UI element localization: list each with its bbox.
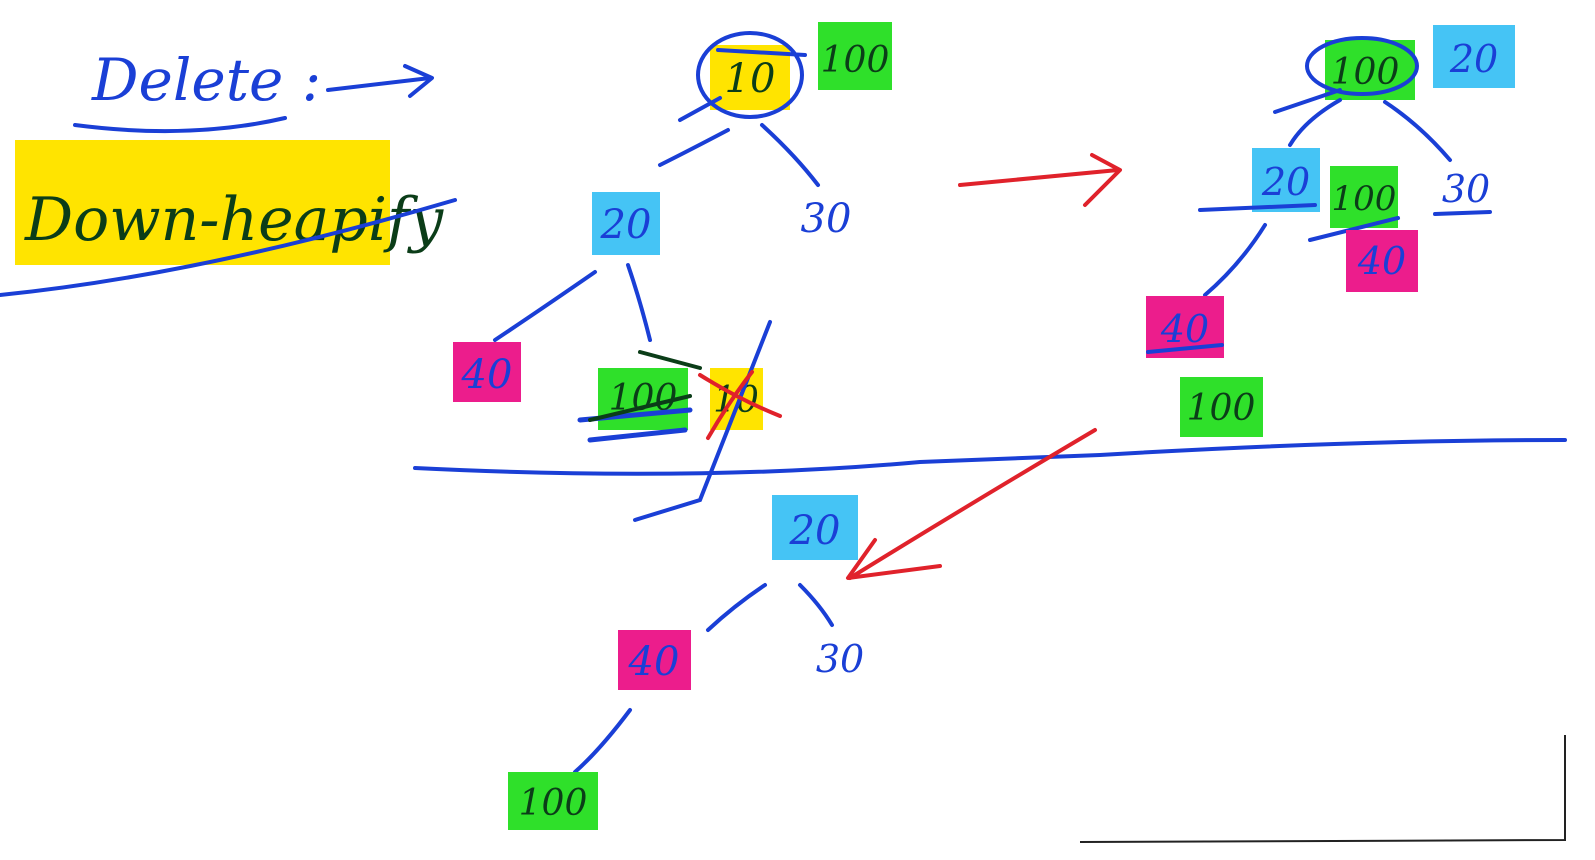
bottom-l-box	[618, 630, 691, 690]
right-edge-root-left	[1273, 88, 1342, 147]
right-l-strike	[1198, 203, 1317, 212]
right-r-underline	[1433, 210, 1492, 216]
bottom-ll-box	[508, 772, 598, 830]
bottom-edge-root-right	[798, 583, 834, 627]
left-ll-box	[453, 342, 521, 402]
right-root-value: 100	[1331, 52, 1400, 93]
right-l-box	[1252, 148, 1320, 212]
title-arrow-shaft	[326, 76, 432, 92]
right-root-circle	[1305, 36, 1419, 96]
bottom-edge-l-ll	[573, 708, 632, 774]
section-divider	[413, 438, 1567, 476]
right-ll-underline	[1146, 343, 1224, 354]
left-root-circle	[696, 31, 804, 119]
right-l-new2-box	[1346, 230, 1418, 292]
right-root-new-value: 20	[1449, 37, 1498, 81]
left-root-value: 10	[725, 56, 776, 102]
left-root-highlight	[710, 45, 790, 110]
left-edge-root-left	[658, 128, 730, 167]
right-detached-box	[1180, 377, 1263, 437]
bottom-r-value: 30	[816, 637, 864, 681]
right-detached-value: 100	[1187, 388, 1256, 429]
frame-edge	[1079, 735, 1566, 843]
step-arrow-down-shaft	[848, 428, 1097, 580]
right-edge-l-ll	[1203, 223, 1267, 297]
title-text: Delete :	[91, 46, 321, 114]
left-lr-strike-dark	[588, 350, 702, 422]
step-arrow-right-shaft	[958, 168, 1120, 187]
left-l-value: 20	[600, 202, 652, 248]
step-arrow-down-head	[846, 538, 942, 580]
bottom-ll-value: 100	[519, 783, 588, 824]
right-l-new-strike	[1308, 216, 1400, 242]
left-r-value: 30	[801, 196, 852, 242]
bottom-edge-root-left	[706, 583, 767, 632]
left-root-new-value: 100	[821, 40, 890, 81]
right-r-value: 30	[1442, 167, 1490, 211]
left-edge-l-lr	[626, 263, 652, 342]
right-edge-root-right	[1383, 100, 1452, 162]
bottom-root-value: 20	[789, 508, 841, 554]
left-edge-l-ll	[493, 270, 597, 342]
right-l-new-value: 100	[1332, 179, 1397, 219]
bottom-l-value: 40	[628, 639, 680, 685]
left-removed-cross	[698, 370, 782, 440]
title-arrow-head	[403, 64, 434, 98]
left-edge-root-right	[760, 123, 820, 187]
bottom-root-box	[772, 495, 858, 560]
right-l-value: 20	[1261, 160, 1310, 204]
right-ll-value: 40	[1160, 307, 1209, 351]
left-root-strike	[678, 48, 807, 122]
right-root-new-box	[1433, 25, 1515, 88]
title-underline	[73, 116, 287, 134]
right-l-new-box	[1330, 166, 1398, 228]
right-l-new2-value: 40	[1357, 239, 1406, 283]
subtitle-highlight	[15, 140, 390, 265]
left-ll-value: 40	[461, 352, 513, 398]
step-arrow-right-head	[1083, 153, 1122, 207]
subtitle-text: Down-heapify	[24, 185, 444, 255]
left-root-new-box	[818, 22, 892, 90]
subtitle-underline	[0, 198, 457, 297]
left-l-box	[592, 192, 660, 255]
